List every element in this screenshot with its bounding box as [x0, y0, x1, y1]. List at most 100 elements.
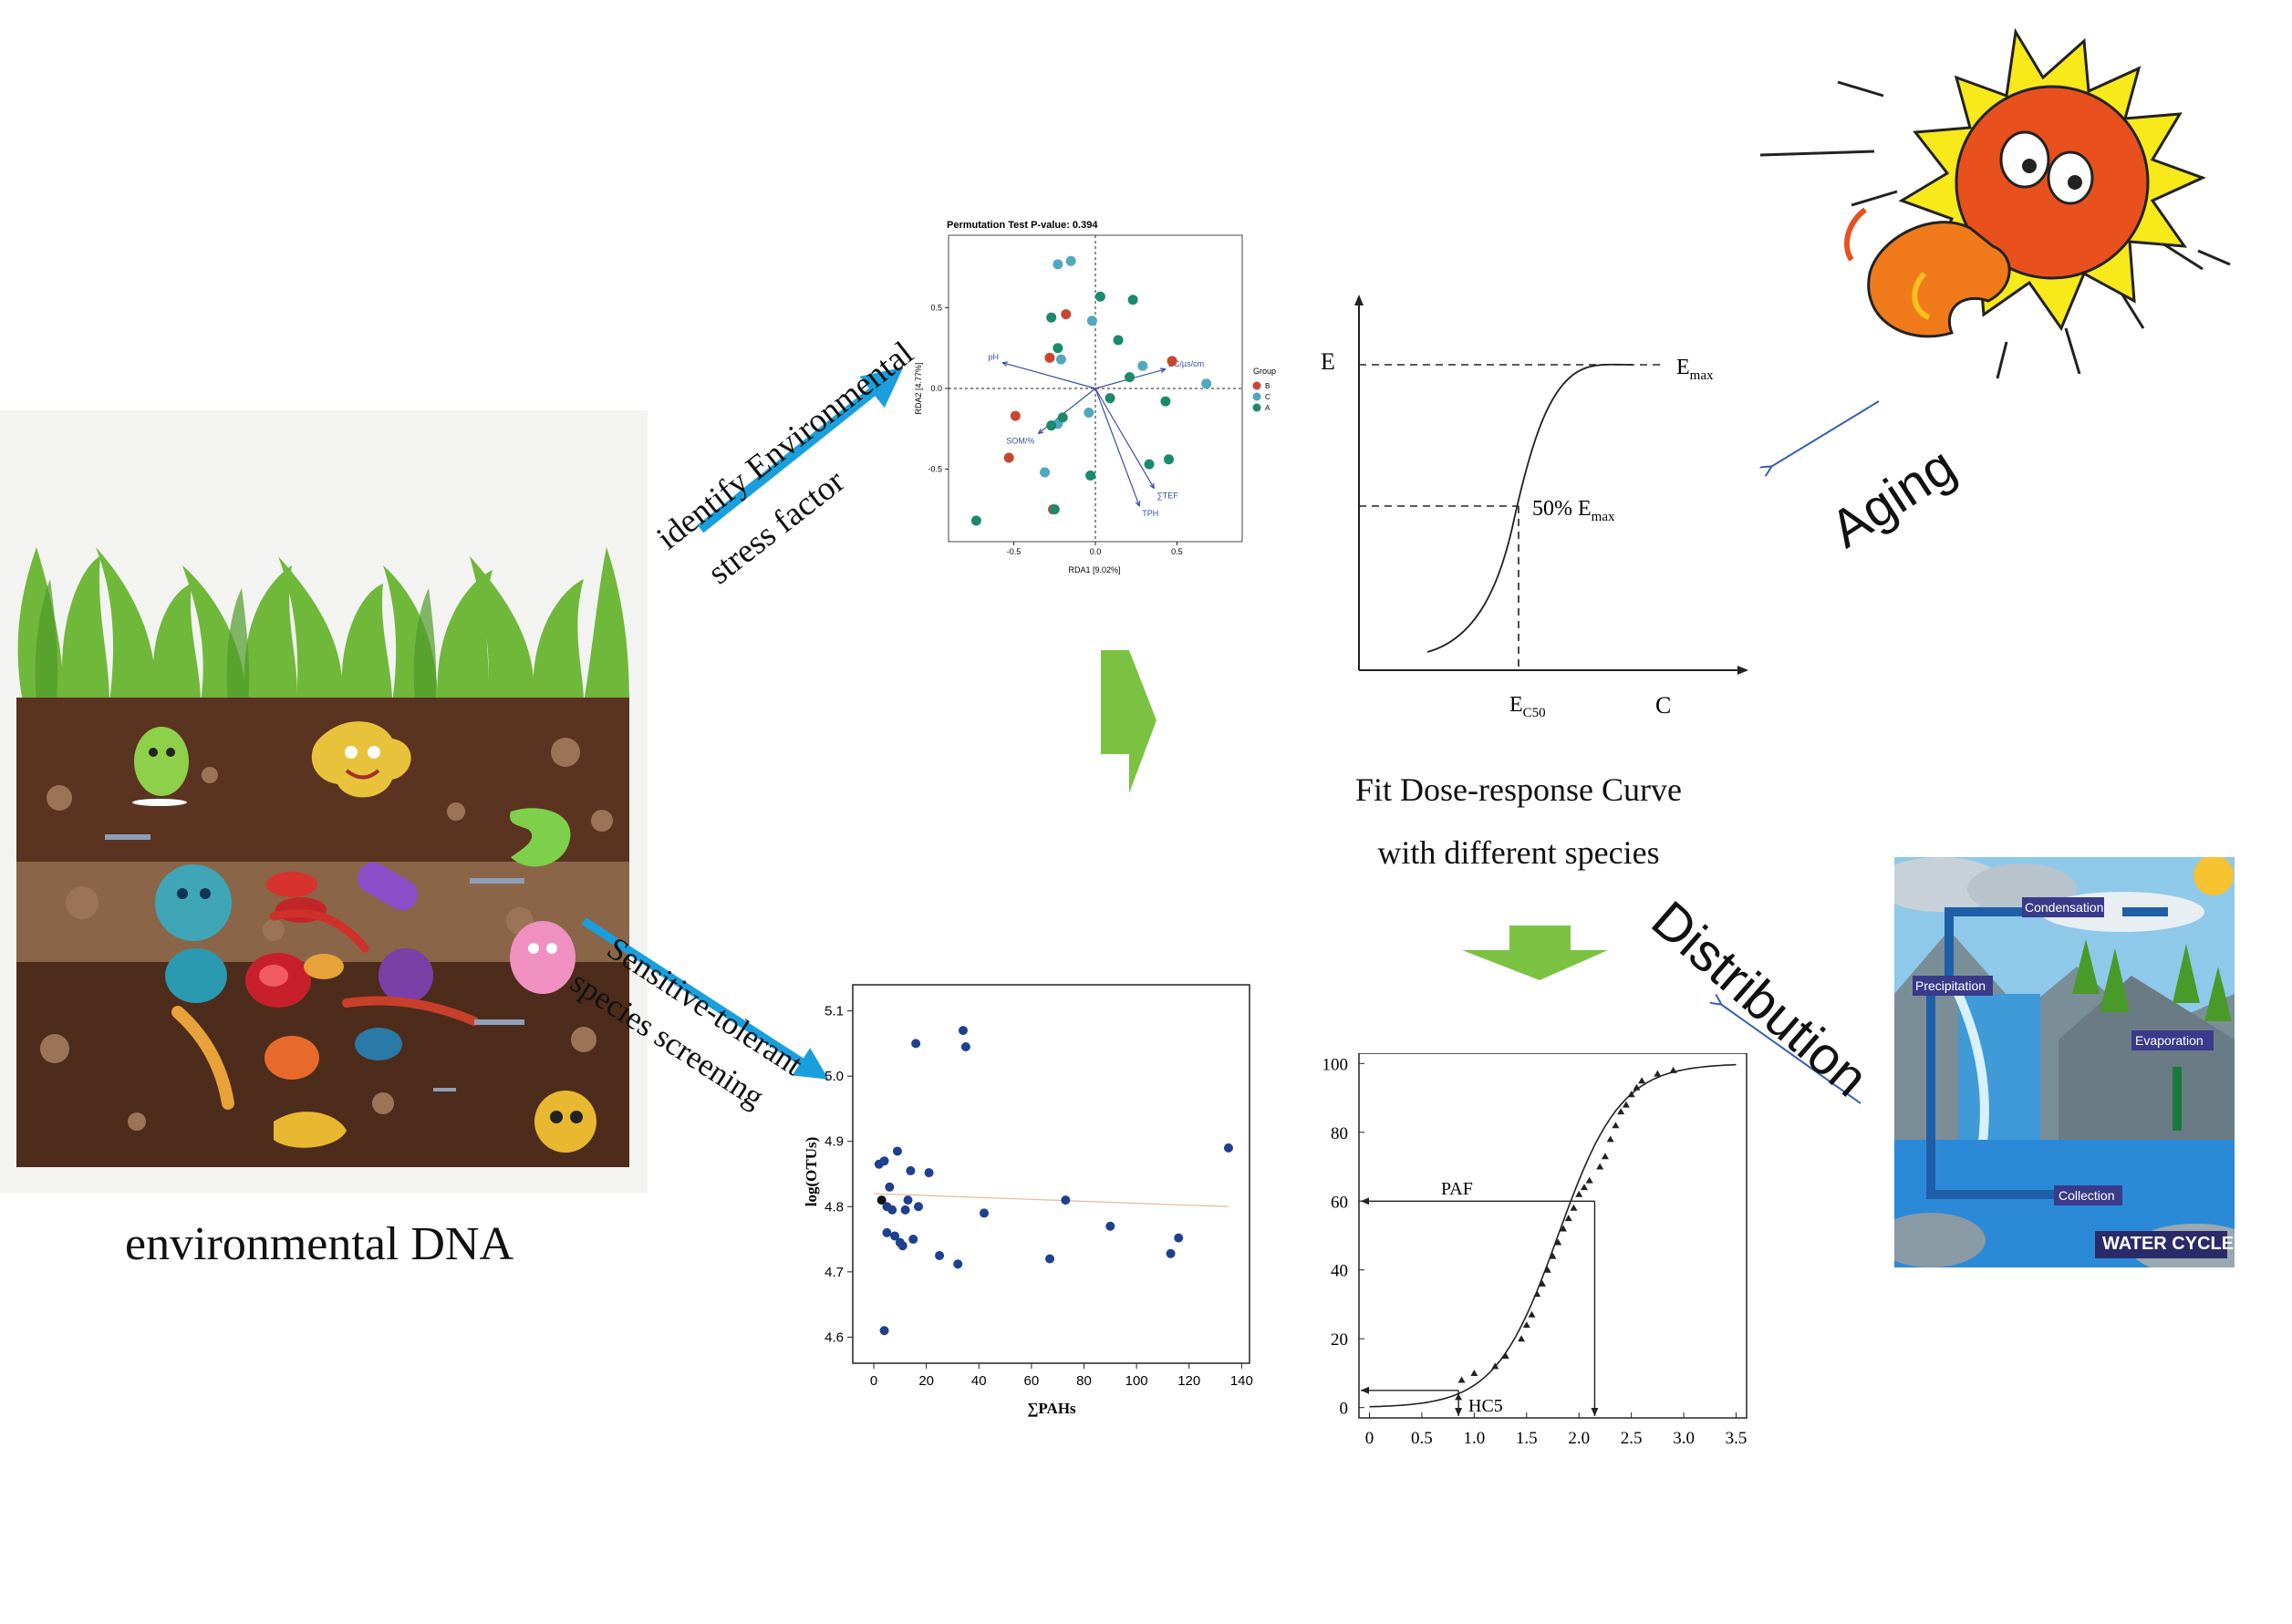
arrow-distribution [1719, 1003, 1862, 1104]
ec50-label: EC50 [1509, 693, 1546, 720]
ssd-point [1564, 1215, 1572, 1222]
arrow-env-factor [697, 367, 904, 533]
ssd-point [1570, 1204, 1578, 1211]
rda-point-C [1201, 378, 1212, 389]
ssd-xtick-label: 2.0 [1568, 1429, 1590, 1448]
pahs-point [882, 1227, 892, 1237]
rda-ylabel: RDA2 [4.77%] [914, 362, 923, 414]
evaporation-label: Evaporation [2135, 1033, 2204, 1048]
legend-label-A: A [1265, 404, 1270, 412]
rda-legend: Group BCA [1252, 367, 1276, 412]
ssd-fitted-curve [1369, 1063, 1737, 1408]
ssd-point [1554, 1238, 1562, 1246]
pahs-ylabel: log(OTUs) [803, 1137, 820, 1207]
rda-point-A [1125, 372, 1136, 383]
pahs-point [958, 1026, 968, 1036]
pahs-xtick-label: 100 [1125, 1373, 1148, 1389]
rda-point-A [1049, 504, 1060, 515]
soil-illustration [0, 410, 648, 1193]
rda-point-A [1144, 459, 1155, 470]
ssd-point [1612, 1122, 1620, 1129]
ssd-point [1638, 1077, 1646, 1084]
pahs-ytick-label: 4.9 [824, 1134, 844, 1150]
rda-point-A [1085, 470, 1096, 481]
rda-point-B [1061, 309, 1072, 320]
rda-point-B [1010, 410, 1021, 421]
ssd-point [1543, 1266, 1551, 1273]
ssd-xtick-label: 0 [1365, 1429, 1374, 1448]
legend-marker-A [1252, 403, 1261, 412]
ssd-point [1501, 1352, 1509, 1360]
pahs-point [911, 1039, 921, 1049]
ssd-point [1528, 1310, 1536, 1318]
dose-response-curve: E Emax 50% Emax EC50 C [1321, 295, 1748, 720]
pahs-xtick-label: 120 [1177, 1373, 1200, 1389]
ssd-xtick-label: 1.5 [1516, 1429, 1538, 1448]
arrow-aging [1769, 400, 1880, 468]
pahs-ytick-label: 5.1 [824, 1004, 844, 1019]
rda-point-C [1137, 360, 1148, 371]
rda-vector-head [1001, 361, 1009, 367]
ssd-point [1580, 1184, 1588, 1191]
rda-point-A [1160, 396, 1171, 407]
pahs-point [914, 1202, 924, 1212]
rda-point-A [1053, 343, 1063, 354]
rda-point-A [1113, 335, 1124, 346]
rda-point-A [970, 515, 981, 526]
rda-ytick-label: 0.5 [930, 304, 942, 313]
ssd-point [1585, 1176, 1593, 1184]
ssd-point [1601, 1153, 1609, 1160]
ssd-point [1606, 1135, 1614, 1143]
rda-vector-head [1159, 367, 1167, 373]
pahs-point [890, 1231, 900, 1241]
legend-label-C: C [1265, 393, 1270, 401]
condensation-label: Condensation [2025, 900, 2104, 915]
pahs-point [1045, 1254, 1055, 1264]
legend-marker-C [1252, 392, 1261, 401]
rda-vector-head [1149, 482, 1155, 490]
rda-vector-label: SOM/% [1006, 437, 1034, 446]
pahs-point [885, 1182, 895, 1192]
ssd-point [1539, 1279, 1547, 1287]
rda-title: Permutation Test P-value: 0.394 [947, 220, 1098, 231]
rda-point-B [1044, 352, 1055, 363]
dr-ylabel: E [1321, 348, 1335, 375]
pahs-xtick-label: 60 [1024, 1373, 1040, 1389]
collection-label: Collection [2059, 1188, 2115, 1203]
ssd-point [1654, 1070, 1662, 1077]
rda-point-B [1003, 452, 1014, 463]
ssd-xtick-label: 1.0 [1463, 1429, 1485, 1448]
pahs-point [1061, 1195, 1071, 1205]
green-arrow-down [1462, 926, 1608, 980]
rda-point-A [1127, 295, 1138, 305]
rda-ytick-label: -0.5 [928, 464, 942, 473]
pahs-point [935, 1250, 945, 1260]
ssd-frame [1358, 1053, 1748, 1419]
rda-vector-arrow [1094, 388, 1155, 489]
arrow-species-screening [581, 917, 829, 1080]
dr-xlabel: C [1655, 692, 1671, 719]
water-cycle-title: WATER CYCLE [2102, 1234, 2235, 1254]
rda-vector-arrow [1094, 388, 1140, 507]
pahs-ytick-label: 5.0 [824, 1069, 844, 1084]
half-emax-label: 50% Emax [1532, 497, 1615, 524]
rda-point-C [1053, 259, 1063, 270]
ssd-point [1617, 1108, 1625, 1115]
ssd-ytick-label: 20 [1331, 1330, 1348, 1350]
emax-label: Emax [1676, 356, 1714, 383]
fit-caption: Fit Dose-response Curve with different s… [1355, 771, 1682, 871]
pahs-frame [852, 984, 1250, 1364]
pahs-point [900, 1205, 910, 1215]
edna-caption: environmental DNA [125, 1218, 514, 1270]
rda-xtick-label: 0.0 [1090, 547, 1102, 556]
ssd-point [1549, 1252, 1557, 1259]
pahs-point [1105, 1221, 1115, 1231]
rda-xtick-label: 0.5 [1171, 547, 1183, 556]
precipitation-label: Precipitation [1915, 978, 1986, 993]
water-cycle-image: Condensation Precipitation Evaporation C… [1876, 855, 2259, 1275]
pahs-point [876, 1195, 887, 1205]
rda-ytick-label: 0.0 [930, 384, 942, 393]
